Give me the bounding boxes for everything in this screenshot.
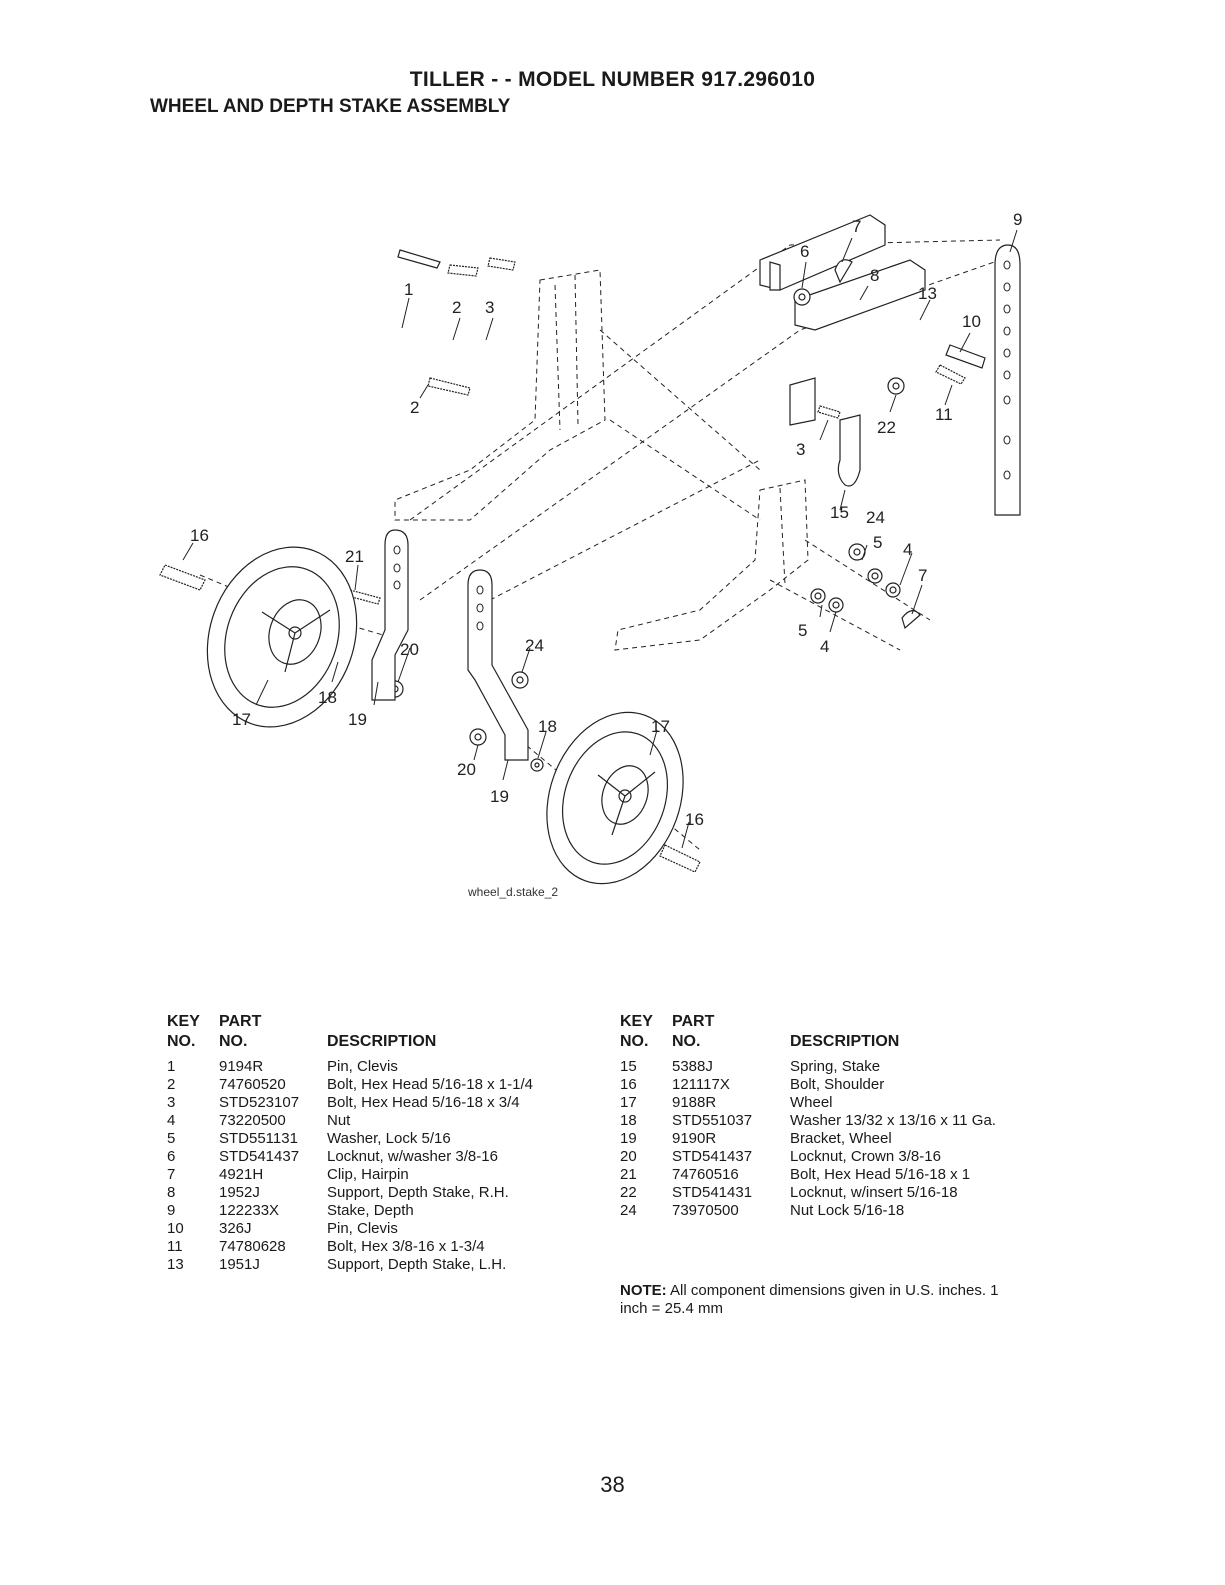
callout-label: 20 [457, 760, 476, 779]
page-title: TILLER - - MODEL NUMBER 917.296010 [409, 68, 816, 91]
bolt-icon [159, 249, 986, 873]
callout-label: 8 [870, 266, 879, 285]
diagram-caption: wheel_d.stake_2 [467, 885, 558, 899]
column-header-description: DESCRIPTION [790, 1033, 900, 1050]
wheel-icon [206, 546, 684, 885]
callout-label: 11 [935, 405, 953, 424]
callout-label: 4 [820, 637, 829, 656]
callout-label: 18 [538, 717, 557, 736]
stake-spring-icon [837, 414, 861, 487]
callout-label: 3 [796, 440, 805, 459]
callout-label: 9 [1013, 210, 1022, 229]
callout-label: 21 [345, 547, 364, 566]
callout-label: 16 [190, 526, 209, 545]
nut-icon [333, 259, 921, 772]
assembly-subtitle: WHEEL AND DEPTH STAKE ASSEMBLY [150, 96, 511, 117]
callout-label: 1 [404, 280, 413, 299]
callout-label: 24 [866, 508, 885, 527]
callout-label: 20 [400, 640, 419, 659]
callout-label: 7 [852, 217, 861, 236]
page-number: 38 [600, 1472, 625, 1497]
callout-label: 13 [918, 284, 937, 303]
callout-label: 2 [410, 398, 419, 417]
callout-label: 10 [962, 312, 981, 331]
depth-stake-icon [994, 244, 1021, 516]
callout-label: 22 [877, 418, 896, 437]
callout-label: 5 [798, 621, 807, 640]
exploded-parts-diagram: 1 2 3 2 6 7 8 9 13 10 22 11 3 15 24 5 4 … [159, 210, 1022, 899]
depth-stake-support-icon [759, 214, 926, 426]
callout-labels: 1 2 3 2 6 7 8 9 13 10 22 11 3 15 24 5 4 … [190, 210, 1022, 829]
callout-label: 15 [830, 503, 849, 522]
column-header-description: DESCRIPTION [327, 1033, 437, 1050]
wheel-bracket-icon [371, 529, 529, 761]
dimensions-note: NOTE: All component dimensions given in … [620, 1282, 1020, 1318]
callout-label: 17 [232, 710, 251, 729]
callout-label: 16 [685, 810, 704, 829]
note-text: All component dimensions given in U.S. i… [620, 1282, 999, 1317]
callout-label: 17 [651, 717, 670, 736]
callout-label: 19 [348, 710, 367, 729]
callout-label: 3 [485, 298, 494, 317]
callout-label: 7 [918, 566, 927, 585]
callout-label: 2 [452, 298, 461, 317]
callout-label: 19 [490, 787, 509, 806]
callout-label: 4 [903, 540, 912, 559]
note-label: NOTE: [620, 1282, 667, 1299]
callout-label: 24 [525, 636, 544, 655]
callout-label: 6 [800, 242, 809, 261]
callout-label: 18 [318, 688, 337, 707]
callout-leader-lines [182, 229, 1018, 849]
callout-label: 5 [873, 533, 882, 552]
